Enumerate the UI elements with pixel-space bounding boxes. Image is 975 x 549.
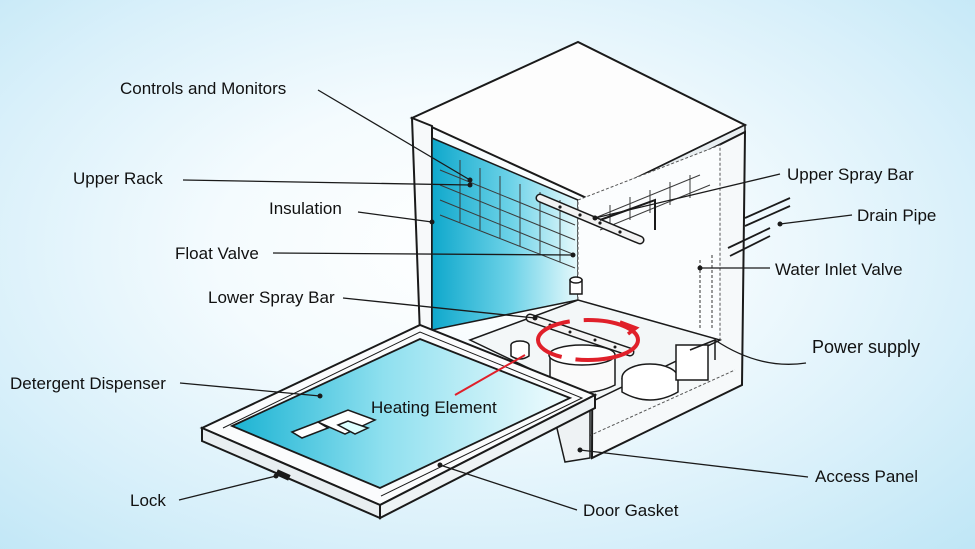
label-access-panel: Access Panel <box>815 467 918 486</box>
label-lock: Lock <box>130 491 166 510</box>
heating-element-ring <box>536 318 640 362</box>
pump <box>621 338 716 401</box>
label-water-inlet-valve: Water Inlet Valve <box>775 260 903 279</box>
label-door-gasket: Door Gasket <box>583 501 679 520</box>
label-float-valve: Float Valve <box>175 244 259 263</box>
label-upper-rack: Upper Rack <box>73 169 163 188</box>
label-lower-spray-bar: Lower Spray Bar <box>208 288 335 307</box>
label-heating-element: Heating Element <box>371 398 497 417</box>
label-detergent-dispenser: Detergent Dispenser <box>10 374 166 393</box>
lock-shape <box>275 469 291 481</box>
door-gasket-line <box>222 331 584 497</box>
upper-spray-bar <box>535 193 656 245</box>
label-power-supply: Power supply <box>812 337 921 357</box>
label-upper-spray-bar: Upper Spray Bar <box>787 165 914 184</box>
label-insulation: Insulation <box>269 199 342 218</box>
label-drain-pipe: Drain Pipe <box>857 206 937 225</box>
door-panel <box>229 338 573 489</box>
label-controls-and-monitors: Controls and Monitors <box>120 79 287 98</box>
detergent-dispenser <box>290 409 377 439</box>
float-valve <box>569 276 583 295</box>
